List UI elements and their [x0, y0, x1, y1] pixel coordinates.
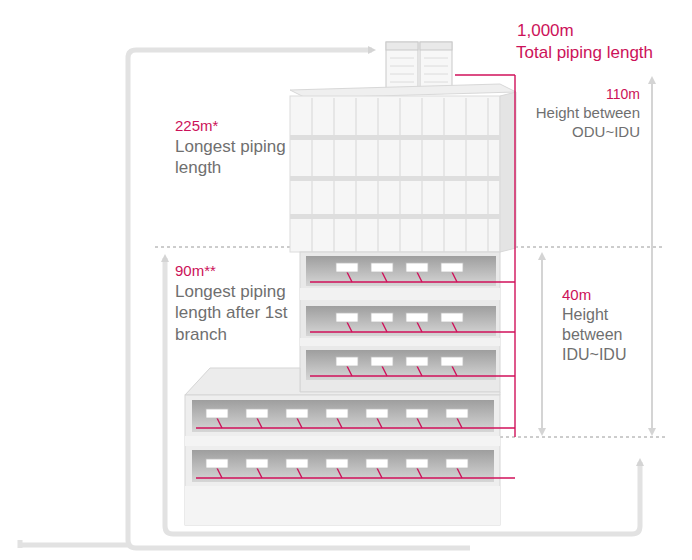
dimension-caption: Total piping length	[516, 42, 688, 63]
dimension-value: 40m	[562, 286, 642, 305]
dimension-caption: Height between IDU~IDU	[562, 305, 644, 365]
dimension-value: 225m*	[175, 117, 285, 136]
dimension-value: 1,000m	[517, 20, 687, 41]
dimension-value: 90m**	[175, 262, 285, 281]
dimension-caption: Longest piping length	[175, 136, 287, 179]
dimension-caption: Height between ODU~IDU	[520, 104, 640, 142]
dimension-value: 110m	[520, 86, 640, 104]
dimension-caption: Longest piping length after 1st branch	[175, 281, 297, 345]
